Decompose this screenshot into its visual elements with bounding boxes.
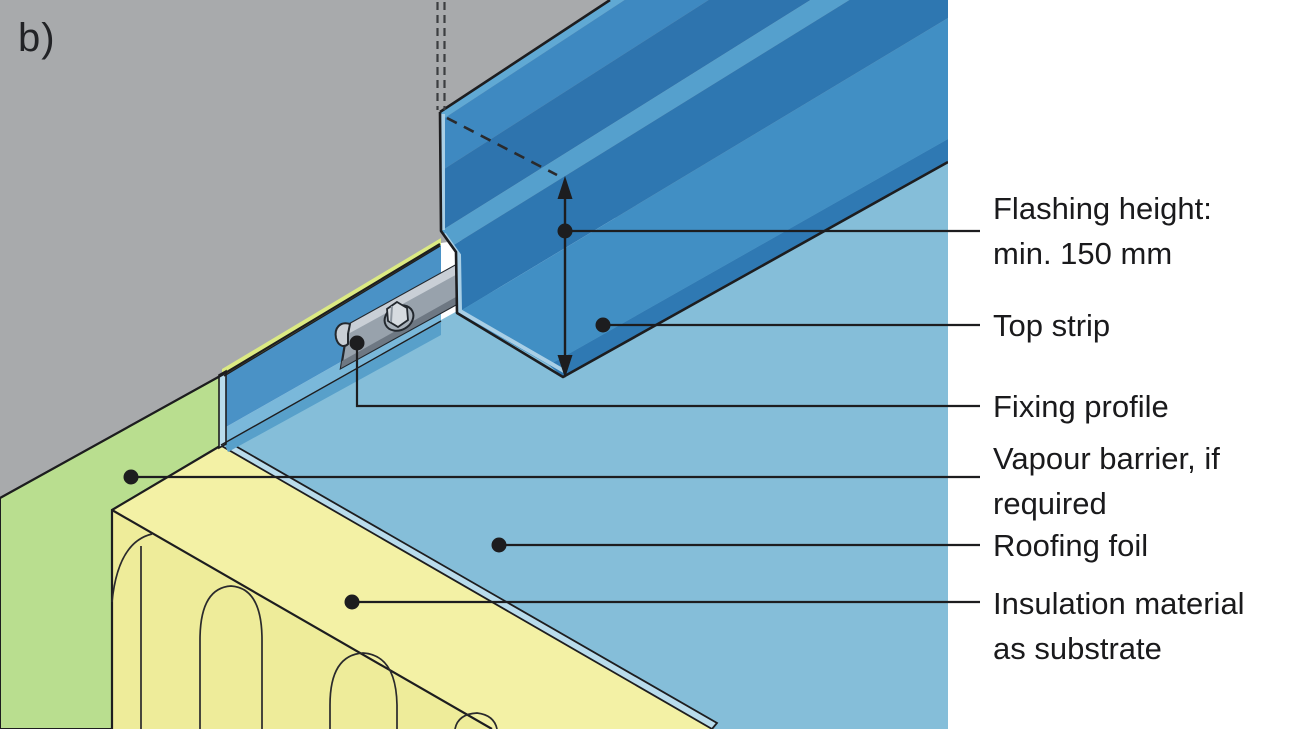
label-vapour-barrier: Vapour barrier, if required xyxy=(993,436,1220,526)
insulation-cut-arcs xyxy=(111,533,498,729)
label-insulation-line1: Insulation material xyxy=(993,586,1245,621)
upstand-top-line xyxy=(223,245,441,377)
label-fixing-profile: Fixing profile xyxy=(993,389,1169,424)
top-strip-flashing xyxy=(438,0,948,379)
screw-head-icon xyxy=(386,300,409,329)
cove-line xyxy=(220,320,442,446)
label-flashing-height: Flashing height: min. 150 mm xyxy=(993,186,1212,276)
foil-upstand xyxy=(222,245,441,427)
label-insulation: Insulation material as substrate xyxy=(993,581,1245,671)
label-top-strip: Top strip xyxy=(993,308,1111,343)
leader-extensions xyxy=(948,229,980,604)
label-roofing-foil: Roofing foil xyxy=(993,528,1149,563)
wall-barrier-boundary-line xyxy=(0,243,441,499)
screw-head-facet xyxy=(390,305,393,323)
leader-fixing-profile xyxy=(355,343,948,408)
foil-fold-edge xyxy=(218,369,227,450)
figure-tag: b) xyxy=(18,16,56,60)
foil-cove-shadow xyxy=(224,321,441,452)
insulation-top-face xyxy=(112,446,712,729)
hidden-top-edge-dashed-line xyxy=(446,116,558,177)
label-vapour-barrier-line2: required xyxy=(993,486,1107,521)
insulation-edge-lines xyxy=(110,445,493,729)
fixing-profile-curl xyxy=(334,322,352,347)
flashing-outline xyxy=(438,0,948,379)
fixing-profile xyxy=(334,261,466,371)
hidden-wall-corner-dashed-lines xyxy=(436,2,446,110)
leader-lines xyxy=(131,229,948,604)
label-insulation-line2: as substrate xyxy=(993,631,1162,666)
flashing-height-dimension-arrow xyxy=(557,176,573,378)
leader-dots xyxy=(123,223,611,610)
flashing-detail-diagram xyxy=(0,0,948,729)
fixing-profile-hem xyxy=(348,263,461,334)
label-flashing-height-line2: min. 150 mm xyxy=(993,236,1173,271)
label-flashing-height-line1: Flashing height: xyxy=(993,191,1212,226)
label-vapour-barrier-line1: Vapour barrier, if xyxy=(993,441,1220,476)
